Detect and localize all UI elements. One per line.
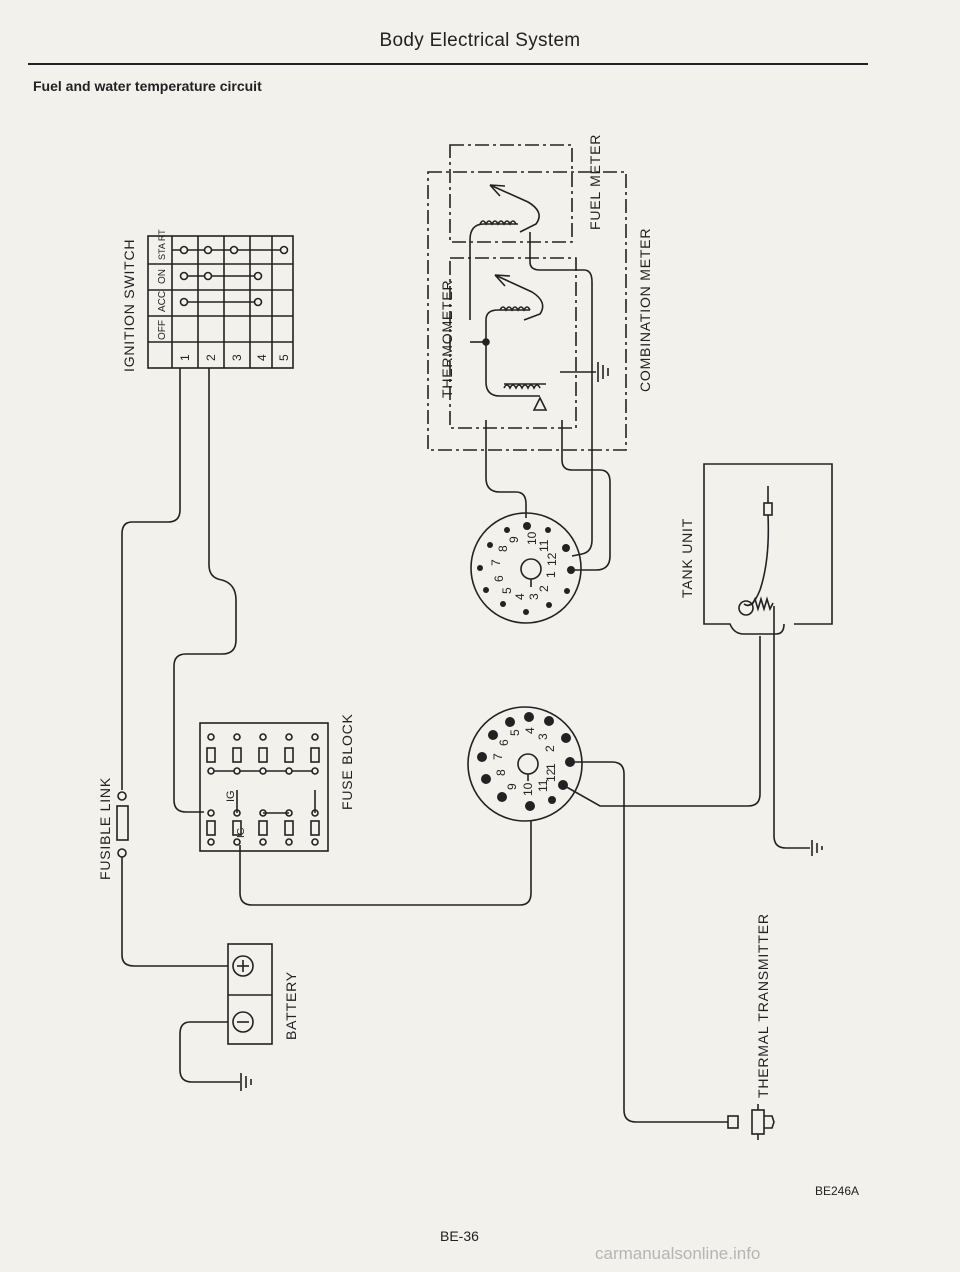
page-header: Body Electrical System	[379, 30, 581, 51]
ignition-switch-label: IGNITION SWITCH	[121, 239, 137, 372]
upper-pin-11: 11	[537, 539, 551, 552]
fuel-meter-label: FUEL METER	[587, 134, 603, 230]
upper-connector	[470, 512, 582, 624]
fuse-block-label: FUSE BLOCK	[339, 713, 355, 810]
fuse-block	[199, 722, 329, 852]
tank-unit-label: TANK UNIT	[679, 518, 695, 598]
lower-pin-6: 6	[497, 739, 511, 746]
ignition-col-acc: ACC	[157, 291, 168, 312]
lower-pin-10: 10	[521, 782, 535, 796]
figure-code: BE246A	[815, 1184, 860, 1198]
fusible-link	[116, 791, 129, 858]
lower-pin-5: 5	[508, 729, 522, 736]
upper-pin-6: 6	[492, 575, 506, 582]
lower-pin-7: 7	[491, 753, 505, 760]
ignition-row-3: 3	[230, 354, 244, 361]
upper-pin-9: 9	[507, 536, 521, 543]
combination-meter	[427, 144, 627, 451]
upper-pin-3: 3	[527, 593, 541, 600]
tank-unit	[703, 463, 833, 849]
battery-ground-symbol	[240, 1073, 252, 1091]
lower-pin-4: 4	[523, 727, 537, 734]
fuse-ig-label-2: IG	[236, 827, 247, 838]
thermal-transmitter	[727, 1104, 775, 1140]
lower-pin-1: 1	[544, 763, 558, 770]
ignition-row-2: 2	[204, 354, 218, 361]
page-number: BE-36	[440, 1228, 479, 1244]
upper-pin-2: 2	[537, 585, 551, 592]
lower-pin-9: 9	[505, 783, 519, 790]
ignition-row-5: 5	[277, 354, 291, 361]
upper-pin-10: 10	[525, 531, 539, 545]
fuse-ig-label-1: IG	[225, 790, 237, 802]
lower-pin-11: 11	[536, 779, 550, 792]
ignition-row-1: 1	[178, 354, 192, 361]
upper-pin-8: 8	[496, 545, 510, 552]
thermal-transmitter-label: THERMAL TRANSMITTER	[755, 913, 771, 1098]
upper-pin-4: 4	[513, 593, 527, 600]
lower-connector	[467, 706, 583, 822]
tank-ground-symbol	[811, 840, 823, 856]
watermark: carmanualsonline.info	[595, 1244, 761, 1263]
lower-pin-8: 8	[494, 769, 508, 776]
upper-pin-1: 1	[544, 571, 558, 578]
ignition-col-off: OFF	[157, 320, 168, 340]
upper-pin-5: 5	[500, 587, 514, 594]
header-rule	[28, 63, 868, 65]
battery-symbol	[227, 943, 273, 1045]
lower-pin-3: 3	[536, 733, 550, 740]
section-title: Fuel and water temperature circuit	[33, 78, 262, 94]
ignition-row-4: 4	[255, 354, 269, 361]
upper-pin-7: 7	[489, 559, 503, 566]
lower-pin-2: 2	[543, 745, 557, 752]
fusible-link-label: FUSIBLE LINK	[97, 777, 113, 880]
lower-pin-12: 12	[544, 768, 558, 782]
ignition-col-on: ON	[157, 269, 168, 284]
upper-pin-12: 12	[545, 552, 559, 566]
ignition-col-start: STA RT	[157, 229, 167, 260]
combination-meter-label: COMBINATION METER	[637, 228, 653, 392]
thermometer-label: THERMOMETER	[439, 280, 455, 398]
battery-label: BATTERY	[283, 971, 299, 1040]
ignition-switch	[147, 235, 294, 369]
